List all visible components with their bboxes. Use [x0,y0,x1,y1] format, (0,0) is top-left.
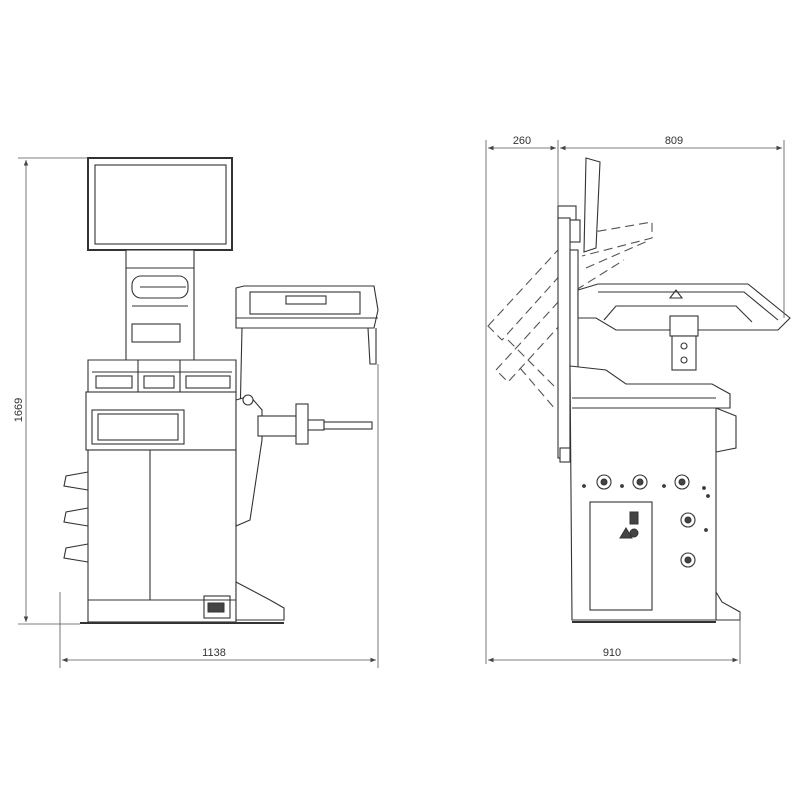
side-post [557,217,579,463]
front-width-label: 1138 [202,647,226,659]
front-dimensions [18,157,379,668]
monitor-side [557,157,601,253]
monitor [87,157,233,251]
monitor-post [125,249,195,363]
hood-side [577,283,791,371]
weight-hooks [63,471,89,563]
side-top-right-label: 809 [665,135,683,147]
side-dimensions [485,140,785,664]
lower-cabinet [80,449,285,624]
cabinet-side [569,365,741,623]
weight-tray [87,359,237,393]
hood-dashed-positions [487,221,653,411]
front-view [18,157,379,668]
side-width-label: 910 [603,647,621,659]
upper-cabinet [85,391,237,451]
front-height-label: 1669 [13,398,25,422]
shaft-assembly [235,394,373,527]
side-top-left-label: 260 [513,135,531,147]
side-view [485,140,791,664]
